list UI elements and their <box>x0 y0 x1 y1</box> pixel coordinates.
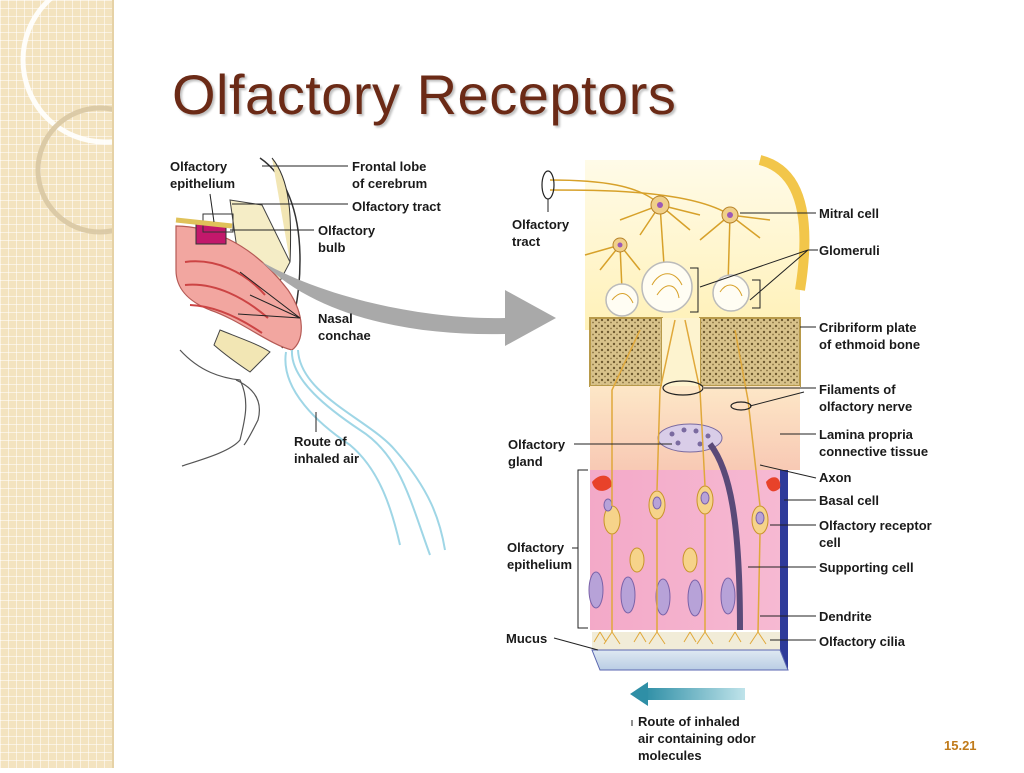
label-lamina-propria: Lamina propria connective tissue <box>819 427 929 459</box>
label-olfactory-epithelium-left: Olfactory epithelium <box>170 159 236 191</box>
label-nasal-conchae: Nasal conchae <box>318 311 371 343</box>
label-mucus: Mucus <box>506 631 548 646</box>
label-olfactory-cilia: Olfactory cilia <box>819 634 905 649</box>
label-mitral-cell: Mitral cell <box>819 206 879 221</box>
label-axon: Axon <box>819 470 852 485</box>
label-olfactory-epithelium-right: Olfactory epithelium <box>507 540 573 572</box>
label-route-inhaled-air-odor: Route of inhaled air containing odor mol… <box>638 714 756 763</box>
label-filaments-olfactory-nerve: Filaments of olfactory nerve <box>819 382 913 414</box>
decorative-sidebar <box>0 0 190 768</box>
olfactory-detail-illustration <box>541 155 818 726</box>
label-basal-cell: Basal cell <box>819 493 879 508</box>
label-olfactory-tract-left: Olfactory tract <box>352 199 441 214</box>
label-olfactory-tract-right: Olfactory tract <box>512 217 570 249</box>
label-olfactory-gland: Olfactory gland <box>508 437 566 469</box>
label-supporting-cell: Supporting cell <box>819 560 914 575</box>
label-dendrite: Dendrite <box>819 609 872 624</box>
label-olfactory-bulb: Olfactory bulb <box>318 223 376 255</box>
sidebar-divider <box>112 0 114 768</box>
label-frontal-lobe: Frontal lobe of cerebrum <box>352 159 428 191</box>
label-glomeruli: Glomeruli <box>819 243 880 258</box>
slide-title: Olfactory Receptors <box>172 63 677 126</box>
label-olfactory-receptor-cell: Olfactory receptor cell <box>819 518 932 550</box>
label-cribriform-plate: Cribriform plate of ethmoid bone <box>819 320 921 352</box>
label-route-inhaled-air-left: Route of inhaled air <box>294 434 360 466</box>
head-section-illustration <box>175 157 446 556</box>
magnification-arrow <box>262 262 556 346</box>
slide-number: 15.21 <box>944 738 977 753</box>
